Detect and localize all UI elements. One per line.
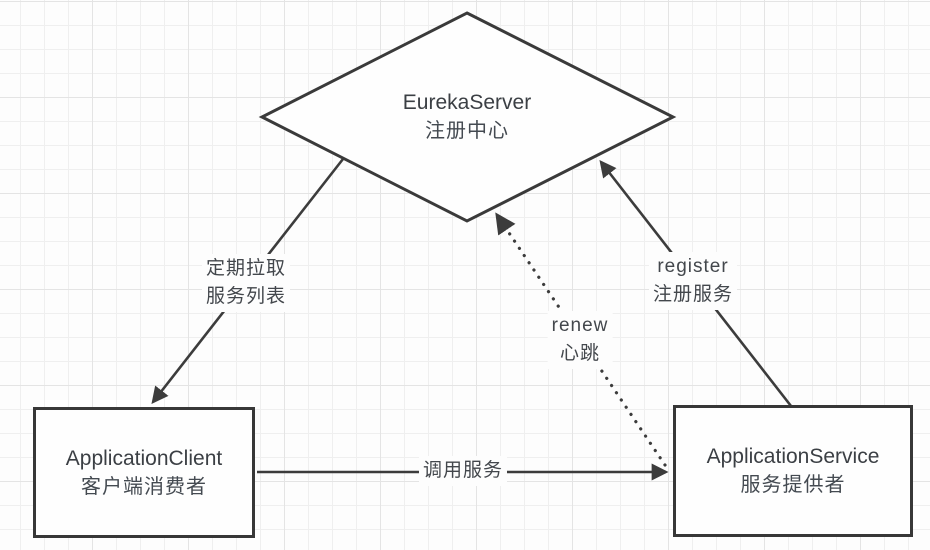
register-label-line2: 注册服务 (652, 284, 734, 305)
register-label-line1: register (657, 256, 729, 277)
application-service-node: ApplicationService 服务提供者 (673, 405, 913, 537)
renew-heartbeat-label: renew 心跳 (547, 311, 613, 369)
application-client-subtitle: 客户端消费者 (81, 475, 207, 498)
eureka-server-title: EurekaServer (402, 91, 532, 114)
application-service-title: ApplicationService (706, 445, 880, 468)
eureka-server-node (258, 11, 677, 223)
renew-heartbeat-arrow (495, 212, 667, 467)
pull-services-label-line1: 定期拉取 (205, 258, 287, 279)
pull-services-label-line2: 服务列表 (205, 286, 287, 307)
application-client-title: ApplicationClient (65, 446, 223, 470)
eureka-server-subtitle: 注册中心 (424, 120, 509, 142)
renew-heartbeat-label-line1: renew (551, 315, 609, 336)
renew-heartbeat-label-line2: 心跳 (559, 343, 600, 364)
pull-services-label: 定期拉取 服务列表 (201, 254, 291, 312)
eureka-server-label: EurekaServer 注册中心 (403, 89, 531, 145)
application-service-subtitle: 服务提供者 (740, 474, 846, 496)
call-service-label: 调用服务 (418, 456, 508, 486)
call-service-label-line1: 调用服务 (422, 460, 504, 481)
register-label: register 注册服务 (648, 252, 738, 310)
application-client-node: ApplicationClient 客户端消费者 (33, 407, 255, 538)
